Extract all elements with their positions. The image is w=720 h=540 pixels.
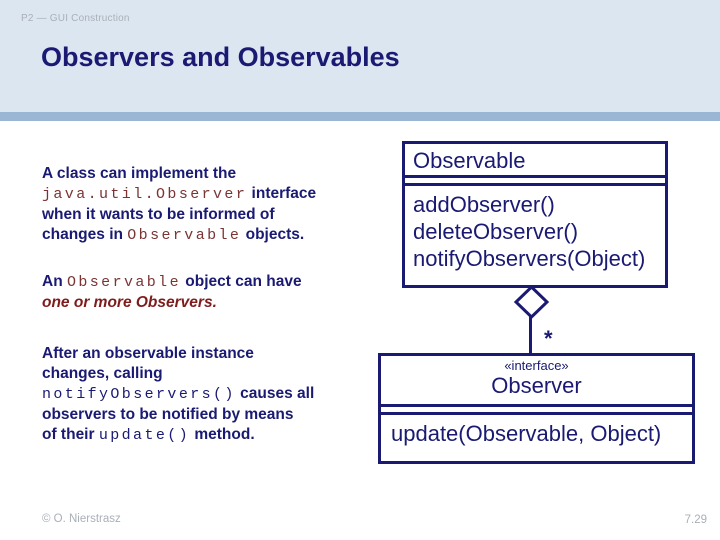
paragraph-2: An Observable object can have one or more… — [42, 272, 382, 313]
emphasis-text: one or more Observers. — [42, 294, 217, 311]
uml-operations-compartment: update(Observable, Object) — [381, 415, 692, 447]
uml-interface-observer: «interface» Observer update(Observable, … — [378, 353, 695, 464]
text-run: An — [42, 273, 67, 290]
uml-method: addObserver() — [413, 192, 555, 217]
text-run: interface — [247, 185, 317, 202]
footer-copyright: © O. Nierstrasz — [42, 513, 121, 525]
slide-header: P2 — GUI Construction Observers and Obse… — [0, 0, 720, 112]
uml-operations-compartment: addObserver() deleteObserver() notifyObs… — [405, 186, 665, 272]
text-run: observers to be notified by means — [42, 406, 294, 423]
text-run: object can have — [180, 273, 302, 290]
text-run: of their — [42, 426, 99, 443]
uml-attributes-compartment — [405, 178, 665, 186]
inline-code: notifyObservers() — [42, 386, 236, 403]
text-run: objects. — [241, 226, 305, 243]
uml-method: update(Observable, Object) — [391, 421, 662, 446]
page-number: 7.29 — [684, 514, 707, 526]
uml-class-observable: Observable addObserver() deleteObserver(… — [402, 141, 668, 288]
text-run: A class can implement the — [42, 165, 237, 182]
uml-interface-name: Observer — [491, 373, 582, 398]
inline-code: Observable — [127, 227, 242, 244]
text-run: After an observable instance — [42, 345, 254, 362]
inline-code: java.util.Observer — [42, 186, 248, 203]
aggregation-diamond-icon — [513, 285, 550, 319]
association-line — [529, 316, 532, 354]
uml-attributes-compartment — [381, 407, 692, 415]
uml-method: deleteObserver() — [413, 219, 579, 244]
uml-interface-header: «interface» Observer — [381, 356, 692, 407]
divider-band — [0, 112, 720, 121]
text-run: method. — [190, 426, 255, 443]
inline-code: Observable — [66, 274, 181, 291]
text-run: changes, calling — [42, 365, 163, 382]
stereotype-label: «interface» — [504, 358, 569, 373]
uml-method: notifyObservers(Object) — [413, 246, 646, 271]
page-title: Observers and Observables — [41, 42, 400, 72]
text-run: when it wants to be informed of — [42, 206, 275, 223]
text-run: causes all — [235, 385, 315, 402]
paragraph-1: A class can implement the java.util.Obser… — [42, 164, 382, 246]
uml-class-name: Observable — [405, 144, 665, 178]
multiplicity-label: * — [544, 326, 553, 351]
text-run: changes in — [42, 226, 128, 243]
course-label: P2 — GUI Construction — [21, 13, 130, 24]
paragraph-3: After an observable instance changes, cal… — [42, 344, 382, 446]
inline-code: update() — [98, 427, 191, 444]
